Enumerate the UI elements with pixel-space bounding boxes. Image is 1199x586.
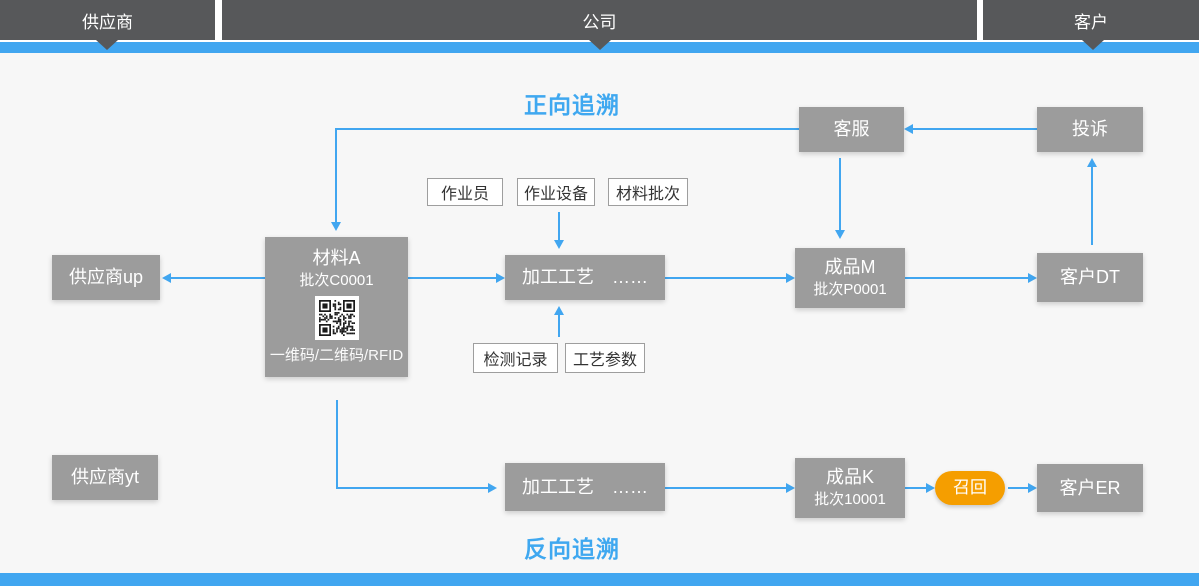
product-m-batch: 批次P0001 xyxy=(813,280,887,298)
tag-inspection-record-label: 检测记录 xyxy=(483,352,548,369)
qr-code-icon xyxy=(314,296,359,341)
arrow-recall-to-customer-er-head-icon xyxy=(1028,483,1037,493)
product-m-title: 成品M xyxy=(824,257,876,278)
tag-operator-label: 作业员 xyxy=(440,186,489,203)
band-segment-supplier: 供应商 xyxy=(0,0,215,40)
node-process-backward: 加工工艺 …… xyxy=(505,463,665,511)
forward-trace-title: 正向追溯 xyxy=(524,92,620,118)
material-a-title: 材料A xyxy=(312,248,361,268)
arrow-material-to-process-head-icon xyxy=(496,273,505,283)
supplier-up-label: 供应商up xyxy=(68,267,144,288)
recall-label: 召回 xyxy=(953,478,987,498)
node-customer-dt: 客户DT xyxy=(1037,253,1143,302)
node-customer-service: 客服 xyxy=(799,107,904,152)
tag-process-params-label: 工艺参数 xyxy=(572,352,637,369)
arrow-material-to-supplier-up-head-icon xyxy=(162,273,171,283)
supplier-yt-label: 供应商yt xyxy=(70,467,139,488)
material-a-batch: 批次C0001 xyxy=(299,271,374,289)
node-product-m: 成品M 批次P0001 xyxy=(795,248,905,308)
arrow-process-to-product-m-line xyxy=(665,277,786,279)
arrow-tags-to-process-head-icon xyxy=(554,240,564,249)
arrow-service-to-material-vline xyxy=(335,128,337,222)
material-a-code-caption: 一维码/二维码/RFID xyxy=(269,347,404,365)
customer-er-label: 客户ER xyxy=(1059,477,1121,498)
arrow-material-to-backward-process-hline xyxy=(336,487,488,489)
node-supplier-up: 供应商up xyxy=(52,255,160,300)
tag-equipment: 作业设备 xyxy=(517,178,595,206)
arrow-product-m-to-customer-dt-line xyxy=(905,277,1028,279)
supplier-pointer-icon xyxy=(96,40,118,50)
arrow-customer-dt-to-complaint-line xyxy=(1091,167,1093,245)
arrow-complaint-to-service-head-icon xyxy=(904,124,913,134)
tag-equipment-label: 作业设备 xyxy=(523,186,588,203)
arrow-customer-dt-to-complaint-head-icon xyxy=(1087,158,1097,167)
band-segment-company: 公司 xyxy=(222,0,977,40)
tag-material-batch-label: 材料批次 xyxy=(615,186,680,203)
arrow-records-to-process-head-icon xyxy=(554,306,564,315)
arrow-service-to-product-m-line xyxy=(839,158,841,230)
arrow-service-to-material-hline xyxy=(335,128,799,130)
tag-inspection-record: 检测记录 xyxy=(473,343,558,373)
node-customer-er: 客户ER xyxy=(1037,464,1143,512)
arrow-recall-to-customer-er-line xyxy=(1008,487,1028,489)
tag-material-batch: 材料批次 xyxy=(608,178,688,206)
node-complaint: 投诉 xyxy=(1037,107,1143,152)
node-supplier-yt: 供应商yt xyxy=(52,455,158,500)
product-k-batch: 批次10001 xyxy=(814,490,886,508)
complaint-label: 投诉 xyxy=(1072,119,1108,140)
arrow-material-to-backward-process-vline xyxy=(336,400,338,488)
recall-badge: 召回 xyxy=(935,471,1005,505)
band-customer-label: 客户 xyxy=(1074,12,1108,32)
arrow-complaint-to-service-line xyxy=(913,128,1037,130)
arrow-process-to-product-k-head-icon xyxy=(786,483,795,493)
product-k-title: 成品K xyxy=(825,467,874,488)
process-forward-label: 加工工艺 …… xyxy=(522,267,648,288)
arrow-material-to-process-line xyxy=(408,277,496,279)
arrow-service-to-product-m-head-icon xyxy=(835,230,845,239)
node-material-a: 材料A 批次C0001 一维码/二维码/RFID xyxy=(265,237,408,377)
company-pointer-icon xyxy=(589,40,611,50)
node-process-forward: 加工工艺 …… xyxy=(505,255,665,300)
band-supplier-label: 供应商 xyxy=(82,12,133,32)
customer-service-label: 客服 xyxy=(833,119,870,140)
arrow-material-to-supplier-up-line xyxy=(171,277,265,279)
tag-operator: 作业员 xyxy=(427,178,503,206)
tag-process-params: 工艺参数 xyxy=(565,343,645,373)
arrow-product-m-to-customer-dt-head-icon xyxy=(1028,273,1037,283)
arrow-records-to-process-line xyxy=(558,315,560,337)
arrow-process-to-product-k-line xyxy=(665,487,786,489)
band-segment-customer: 客户 xyxy=(983,0,1199,40)
node-product-k: 成品K 批次10001 xyxy=(795,458,905,518)
band-company-label: 公司 xyxy=(582,12,617,32)
backward-trace-title: 反向追溯 xyxy=(524,536,620,562)
bottom-blue-bar xyxy=(0,573,1199,586)
process-backward-label: 加工工艺 …… xyxy=(522,476,648,497)
customer-dt-label: 客户DT xyxy=(1060,267,1120,288)
arrow-process-to-product-m-head-icon xyxy=(786,273,795,283)
arrow-material-to-backward-process-head-icon xyxy=(488,483,497,493)
customer-pointer-icon xyxy=(1082,40,1104,50)
arrow-service-to-material-head-icon xyxy=(331,222,341,231)
arrow-product-k-to-recall-line xyxy=(905,487,926,489)
arrow-product-k-to-recall-head-icon xyxy=(926,483,935,493)
arrow-tags-to-process-line xyxy=(558,212,560,240)
